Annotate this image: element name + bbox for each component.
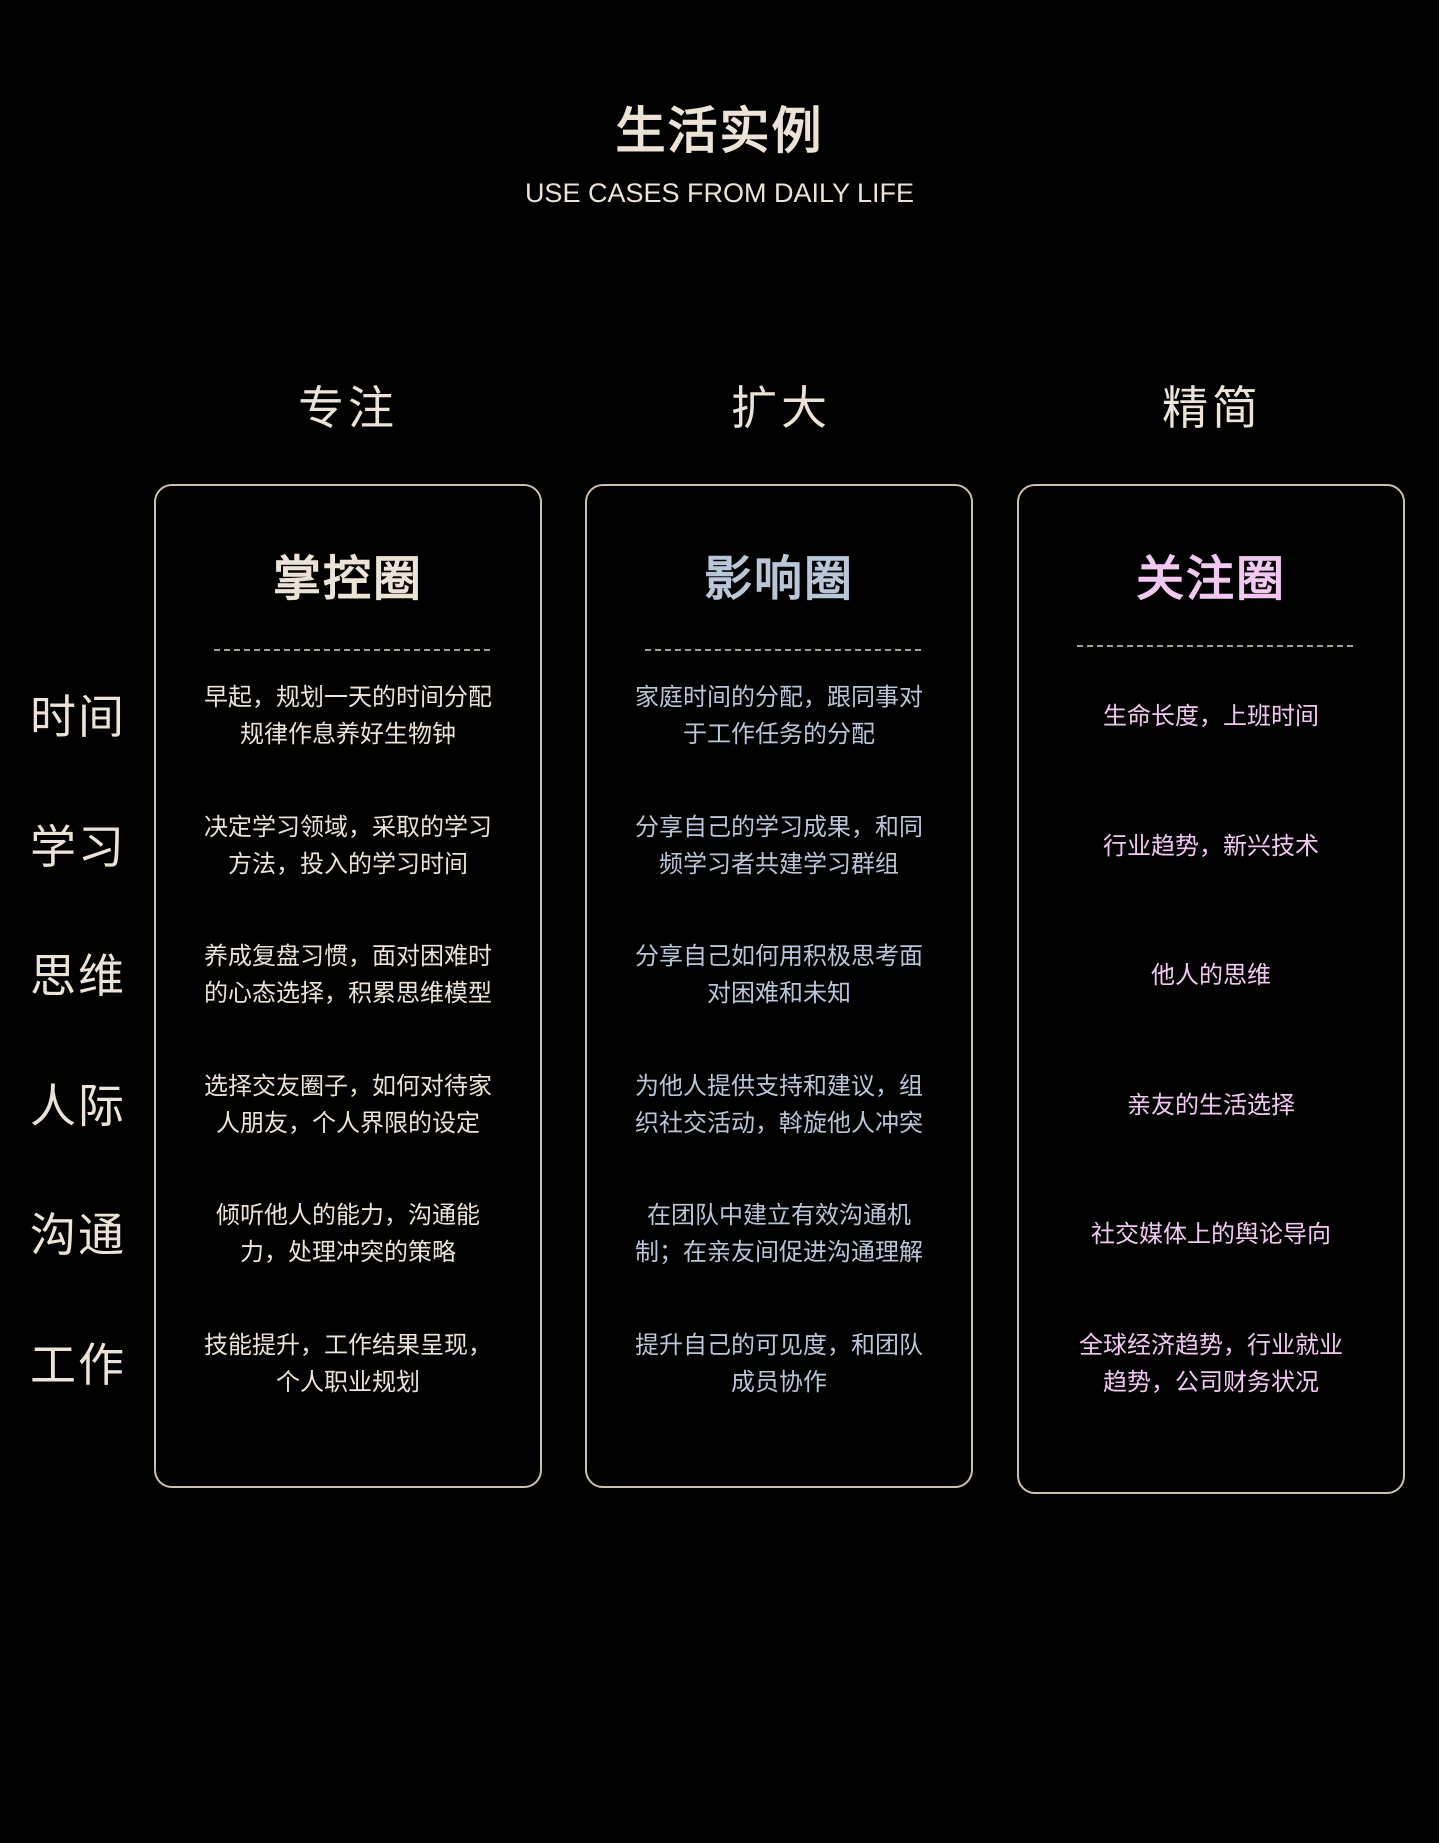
cell-learning: 分享自己的学习成果，和同频学习者共建学习群组 — [635, 813, 923, 878]
row-label-learning: 学习 — [30, 820, 126, 874]
cell-learning: 行业趋势，新兴技术 — [1103, 831, 1319, 860]
cell-work: 技能提升，工作结果呈现，个人职业规划 — [204, 1331, 492, 1396]
cell-thinking: 他人的思维 — [1151, 960, 1271, 989]
card-title: 关注圈 — [1135, 551, 1286, 607]
column-heading-expand: 扩大 — [731, 381, 831, 435]
cell-communication: 倾听他人的能力，沟通能力，处理冲突的策略 — [216, 1201, 480, 1266]
row-label-communication: 沟通 — [30, 1208, 126, 1262]
cell-thinking: 分享自己如何用积极思考面对困难和未知 — [635, 942, 923, 1007]
cell-time: 生命长度，上班时间 — [1103, 701, 1319, 730]
cell-time: 家庭时间的分配，跟同事对于工作任务的分配 — [635, 683, 923, 748]
circle-of-concern-card: 关注圈 生命长度，上班时间 行业趋势，新兴技术 他人的思维 亲友的生活选择 社交… — [1017, 484, 1405, 1494]
cell-time: 早起，规划一天的时间分配规律作息养好生物钟 — [204, 683, 492, 748]
column-heading-simplify: 精简 — [1162, 381, 1262, 435]
card-title: 掌控圈 — [272, 551, 423, 607]
cell-learning: 决定学习领域，采取的学习方法，投入的学习时间 — [204, 813, 492, 878]
circle-of-influence-card: 影响圈 家庭时间的分配，跟同事对于工作任务的分配 分享自己的学习成果，和同频学习… — [585, 484, 973, 1488]
row-label-time: 时间 — [30, 690, 126, 744]
circle-of-control-card: 掌控圈 早起，规划一天的时间分配规律作息养好生物钟 决定学习领域，采取的学习方法… — [154, 484, 542, 1488]
row-label-work: 工作 — [30, 1338, 126, 1392]
dashed-divider — [214, 649, 490, 651]
page-title: 生活实例 — [615, 102, 824, 160]
cell-work: 提升自己的可见度，和团队成员协作 — [635, 1331, 923, 1396]
row-label-relationships: 人际 — [30, 1079, 126, 1133]
page-subtitle: USE CASES FROM DAILY LIFE — [524, 178, 915, 208]
card-title: 影响圈 — [703, 551, 854, 607]
cell-relationships: 为他人提供支持和建议，组织社交活动，斡旋他人冲突 — [635, 1072, 923, 1137]
cell-relationships: 选择交友圈子，如何对待家人朋友，个人界限的设定 — [204, 1072, 492, 1137]
cell-relationships: 亲友的生活选择 — [1127, 1090, 1295, 1119]
cell-communication: 在团队中建立有效沟通机制；在亲友间促进沟通理解 — [635, 1201, 923, 1266]
row-label-thinking: 思维 — [30, 949, 126, 1003]
dashed-divider — [645, 649, 921, 651]
cell-work: 全球经济趋势，行业就业趋势，公司财务状况 — [1079, 1331, 1343, 1396]
cell-thinking: 养成复盘习惯，面对困难时的心态选择，积累思维模型 — [204, 942, 492, 1007]
cell-communication: 社交媒体上的舆论导向 — [1091, 1219, 1331, 1248]
column-heading-focus: 专注 — [298, 381, 398, 435]
dashed-divider — [1077, 645, 1353, 647]
